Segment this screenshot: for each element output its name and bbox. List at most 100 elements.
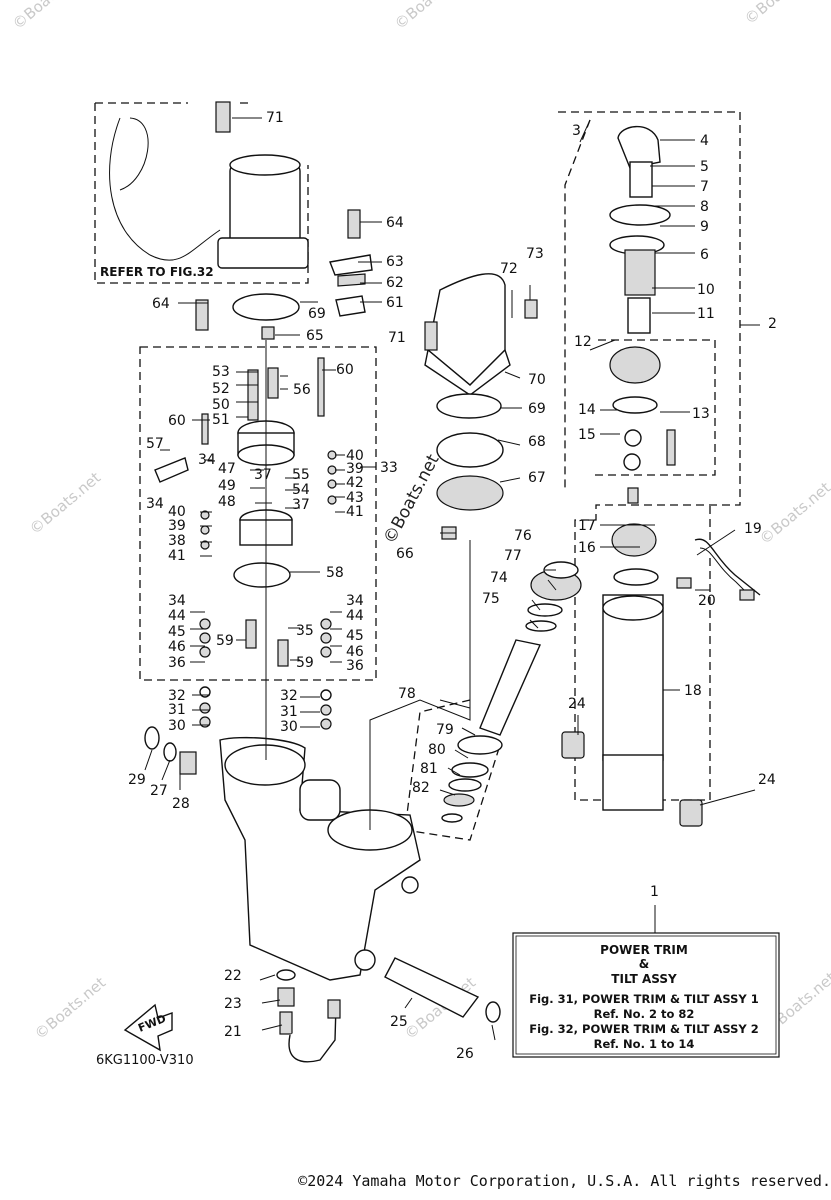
callout: 11 xyxy=(697,306,715,322)
callout: 16 xyxy=(578,540,596,556)
callout: 7 xyxy=(700,179,709,195)
callout: 53 xyxy=(212,364,230,380)
callout: 15 xyxy=(578,427,596,443)
callout: 70 xyxy=(528,372,546,388)
callout: 58 xyxy=(326,565,344,581)
tilt-piston-assembly xyxy=(609,125,676,586)
callout: 63 xyxy=(386,254,404,270)
watermark: ©Boats.net xyxy=(756,478,831,548)
callout: 41 xyxy=(168,548,186,564)
callout: 66 xyxy=(396,546,414,562)
callout: 60 xyxy=(168,413,186,429)
callout: 44 xyxy=(346,608,364,624)
callout: 4 xyxy=(700,133,709,149)
callout: 47 xyxy=(218,461,236,477)
callout: 30 xyxy=(168,718,186,734)
callout: 30 xyxy=(280,719,298,735)
copyright-notice: ©2024 Yamaha Motor Corporation, U.S.A. A… xyxy=(298,1172,831,1190)
callout: 33 xyxy=(380,460,398,476)
callout: 18 xyxy=(684,683,702,699)
callout: 69 xyxy=(528,401,546,417)
callout: 13 xyxy=(692,406,710,422)
callout: 68 xyxy=(528,434,546,450)
callout: 40 xyxy=(168,504,186,520)
callout: 55 xyxy=(292,467,310,483)
callout: 50 xyxy=(212,397,230,413)
callout: 5 xyxy=(700,159,709,175)
callout: 79 xyxy=(436,722,454,738)
callout: 48 xyxy=(218,494,236,510)
callout: 43 xyxy=(346,490,364,506)
callout: 39 xyxy=(168,518,186,534)
callout: 10 xyxy=(697,282,715,298)
callout: 1 xyxy=(650,884,659,900)
legend-line-4: Ref. No. 1 to 14 xyxy=(594,1037,695,1051)
callout: 26 xyxy=(456,1046,474,1062)
stern-bracket xyxy=(144,726,501,1023)
callout: 45 xyxy=(168,624,186,640)
callout: 27 xyxy=(150,783,168,799)
callout: 46 xyxy=(346,644,364,660)
callout: 52 xyxy=(212,381,230,397)
tilt-cylinder xyxy=(561,538,761,827)
callout: 39 xyxy=(346,461,364,477)
callout: 82 xyxy=(412,780,430,796)
callout: 12 xyxy=(574,334,592,350)
callout: 21 xyxy=(224,1024,242,1040)
callout: 34 xyxy=(168,593,186,609)
top-small-parts xyxy=(195,101,373,340)
callout: 46 xyxy=(168,639,186,655)
callout: 42 xyxy=(346,475,364,491)
callout: 45 xyxy=(346,628,364,644)
callout: 78 xyxy=(398,686,416,702)
callout: 32 xyxy=(280,688,298,704)
callout: 19 xyxy=(744,521,762,537)
legend-line-3: Fig. 32, POWER TRIM & TILT ASSY 2 xyxy=(529,1022,759,1036)
callout: 29 xyxy=(128,772,146,788)
tilt-ram xyxy=(441,561,582,823)
callout: 67 xyxy=(528,470,546,486)
callout: 71 xyxy=(388,330,406,346)
callout: 34 xyxy=(346,593,364,609)
callout: 71 xyxy=(266,110,284,126)
watermark: ©Boats.net xyxy=(391,0,469,33)
callout: 77 xyxy=(504,548,522,564)
leader-lines xyxy=(144,117,760,1041)
callout: 32 xyxy=(168,688,186,704)
callout: 44 xyxy=(168,608,186,624)
reservoir-parts xyxy=(424,273,538,540)
callout: 41 xyxy=(346,504,364,520)
legend-title-3: TILT ASSY xyxy=(611,972,677,986)
callout: 17 xyxy=(578,518,596,534)
callout: 76 xyxy=(514,528,532,544)
callout: 34 xyxy=(198,452,216,468)
watermark: ©Boats.net xyxy=(26,468,104,538)
callout: 24 xyxy=(568,696,586,712)
callout: 56 xyxy=(293,382,311,398)
callout: 2 xyxy=(768,316,777,332)
callout: 64 xyxy=(152,296,170,312)
watermark: ©Boats.net xyxy=(9,0,87,33)
callout: 35 xyxy=(296,623,314,639)
callout: 37 xyxy=(254,467,272,483)
callout: 59 xyxy=(296,655,314,671)
legend-title-1: POWER TRIM xyxy=(600,943,688,957)
callout: 73 xyxy=(526,246,544,262)
callout: 36 xyxy=(346,658,364,674)
callout: 61 xyxy=(386,295,404,311)
callout: 25 xyxy=(390,1014,408,1030)
callout: 6 xyxy=(700,247,709,263)
callout: 60 xyxy=(336,362,354,378)
callout: 20 xyxy=(698,593,716,609)
callout: 3 xyxy=(572,123,581,139)
callout: 31 xyxy=(168,702,186,718)
callout: 8 xyxy=(700,199,709,215)
callout: 51 xyxy=(212,412,230,428)
callout: 80 xyxy=(428,742,446,758)
callout: 40 xyxy=(346,448,364,464)
callout: 24 xyxy=(758,772,776,788)
callout: 22 xyxy=(224,968,242,984)
callout: 23 xyxy=(224,996,242,1012)
callout: 62 xyxy=(386,275,404,291)
